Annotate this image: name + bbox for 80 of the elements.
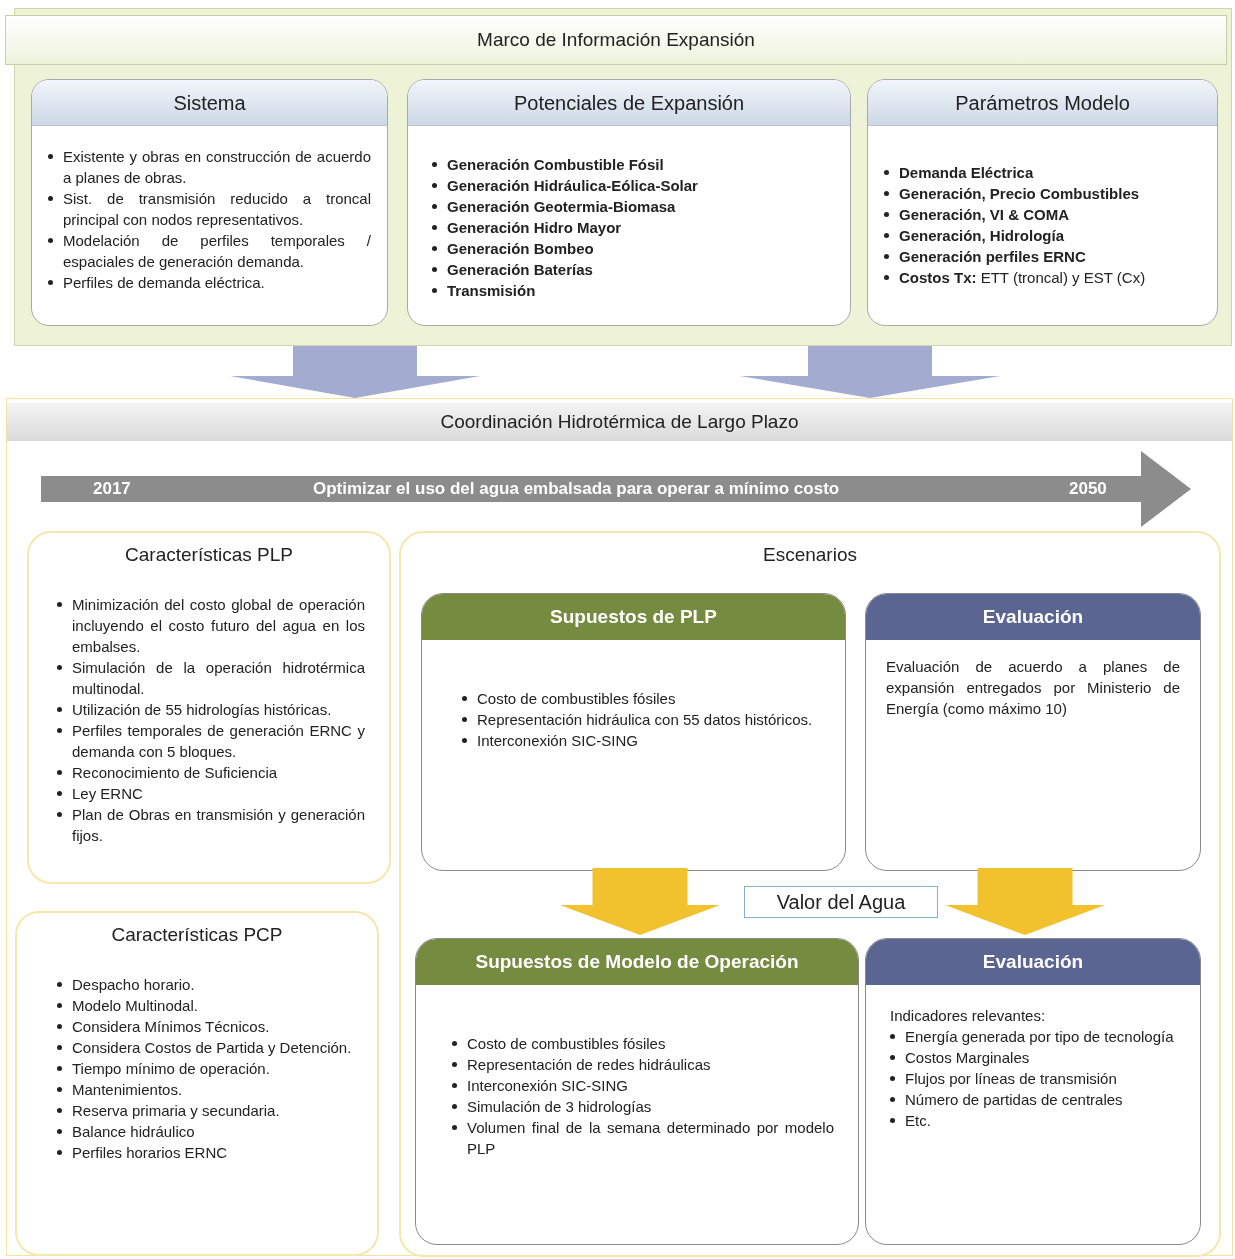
- bullet-text: Considera Costos de Partida y Detención.: [72, 1037, 353, 1058]
- info-card: [865, 593, 1201, 871]
- info-card: [407, 79, 851, 326]
- bullet-text: Costo de combustibles fósiles: [467, 1034, 667, 1054]
- info-card: [867, 79, 1218, 326]
- bullet-text: Volumen final de la semana determinado por modelo PLP: [467, 1118, 834, 1159]
- bullet-text: Reconocimiento de Suficiencia: [72, 762, 279, 783]
- year-label: 2017: [93, 478, 131, 500]
- block-arrow: [740, 346, 1000, 398]
- bullet-text: Utilización de 55 hidrologías históricas.: [72, 699, 333, 720]
- bullet-text: Despacho horario.: [72, 974, 196, 995]
- year-label: 2050: [1069, 478, 1107, 500]
- bullet-text: Minimización del costo global de operación incluyendo el costo futuro del agua en los embalses.: [72, 594, 365, 657]
- card-title: Características PLP: [124, 543, 294, 567]
- bullet-text: Tiempo mínimo de operación.: [72, 1058, 271, 1079]
- card-title: Evaluación: [982, 604, 1084, 629]
- card-title: Supuestos de PLP: [550, 604, 717, 629]
- bullet-text: Perfiles temporales de generación ERNC y demanda con 5 bloques.: [72, 720, 365, 762]
- body-text: Evaluación de acuerdo a planes de expansión entregados por Ministerio de Energía (como máximo 10): [886, 657, 1180, 719]
- bullet-text: Transmisión: [447, 281, 537, 301]
- bullet-text: Perfiles horarios ERNC: [72, 1142, 229, 1163]
- bullet-text: Generación Combustible Fósil: [447, 155, 665, 175]
- bullet-text: Simulación de 3 hidrologías: [467, 1097, 653, 1117]
- bullet-text: Generación perfiles ERNC: [899, 247, 1087, 267]
- bullet-text: Balance hidráulico: [72, 1121, 196, 1142]
- info-card: [421, 593, 846, 871]
- card-title: Evaluación: [982, 949, 1084, 974]
- block-arrow: [945, 868, 1105, 935]
- bullet-text: Energía generada por tipo de tecnología: [905, 1027, 1175, 1047]
- bullet-text: Interconexión SIC-SING: [477, 731, 639, 751]
- info-card: [31, 79, 388, 326]
- bullet-text: Simulación de la operación hidrotérmica multinodal.: [72, 657, 365, 699]
- info-card: [865, 938, 1201, 1245]
- card-title: Potenciales de Expansión: [513, 90, 745, 116]
- bullet-text: Generación Hidráulica-Eólica-Solar: [447, 176, 699, 196]
- bullet-text: Generación Hidro Mayor: [447, 218, 623, 238]
- bullet-text: Número de partidas de centrales: [905, 1090, 1124, 1110]
- bullet-text: Costos Marginales: [905, 1048, 1031, 1068]
- card-title: Supuestos de Modelo de Operación: [475, 949, 799, 974]
- timeline-text: Optimizar el uso del agua embalsada para operar a mínimo costo: [313, 478, 840, 500]
- bullet-text: Generación, Precio Combustibles: [899, 184, 1141, 204]
- bullet-text: Reserva primaria y secundaria.: [72, 1100, 281, 1121]
- bullet-text: Mantenimientos.: [72, 1079, 184, 1100]
- card-title: Características PCP: [110, 923, 284, 947]
- info-card: [27, 531, 391, 884]
- bullet-text: Considera Mínimos Técnicos.: [72, 1016, 271, 1037]
- bullet-text: Generación, VI & COMA: [899, 205, 1071, 225]
- box-text: Valor del Agua: [776, 890, 906, 915]
- bullet-text: Plan de Obras en transmisión y generación fijos.: [72, 804, 365, 846]
- bullet-text: Flujos por líneas de transmisión: [905, 1069, 1118, 1089]
- section-title: Coordinación Hidrotérmica de Largo Plazo: [440, 409, 799, 434]
- section-panel: [6, 398, 1233, 1256]
- label-box: [744, 886, 938, 918]
- bullet-text: Generación Bombeo: [447, 239, 595, 259]
- bullet-text: Etc.: [905, 1111, 932, 1131]
- block-arrow: [230, 346, 480, 398]
- body-text: Indicadores relevantes:: [890, 1006, 1047, 1026]
- card-title: Parámetros Modelo: [955, 90, 1130, 116]
- group-panel: [399, 531, 1221, 1257]
- bullet-text: Representación de redes hidráulicas: [467, 1055, 712, 1075]
- bullet-text: Interconexión SIC-SING: [467, 1076, 629, 1096]
- info-card: [415, 938, 859, 1245]
- bullet-text: Sist. de transmisión reducido a troncal principal con nodos representativos.: [63, 189, 371, 230]
- bullet-text: Generación Baterías: [447, 260, 594, 280]
- bullet-text: Modelación de perfiles temporales / espaciales de generación demanda.: [63, 231, 371, 272]
- info-card: [15, 911, 379, 1256]
- group-title: Escenarios: [762, 543, 858, 567]
- section-title: Marco de Información Expansión: [477, 27, 755, 52]
- bullet-text: Generación Geotermia-Biomasa: [447, 197, 677, 217]
- bullet-text: Existente y obras en construcción de acuerdo a planes de obras.: [63, 147, 371, 188]
- bullet-text: Representación hidráulica con 55 datos históricos.: [477, 710, 814, 730]
- bullet-text: Perfiles de demanda eléctrica.: [63, 273, 266, 293]
- bullet-text: Costo de combustibles fósiles: [477, 689, 677, 709]
- bullet-text: Generación, Hidrología: [899, 226, 1066, 246]
- bullet-text: Costos Tx: ETT (troncal) y EST (Cx): [899, 268, 1147, 288]
- card-title: Sistema: [173, 90, 246, 116]
- block-arrow: [560, 868, 720, 935]
- bullet-text: Ley ERNC: [72, 783, 144, 804]
- bullet-text: Modelo Multinodal.: [72, 995, 199, 1016]
- bullet-text: Demanda Eléctrica: [899, 163, 1035, 183]
